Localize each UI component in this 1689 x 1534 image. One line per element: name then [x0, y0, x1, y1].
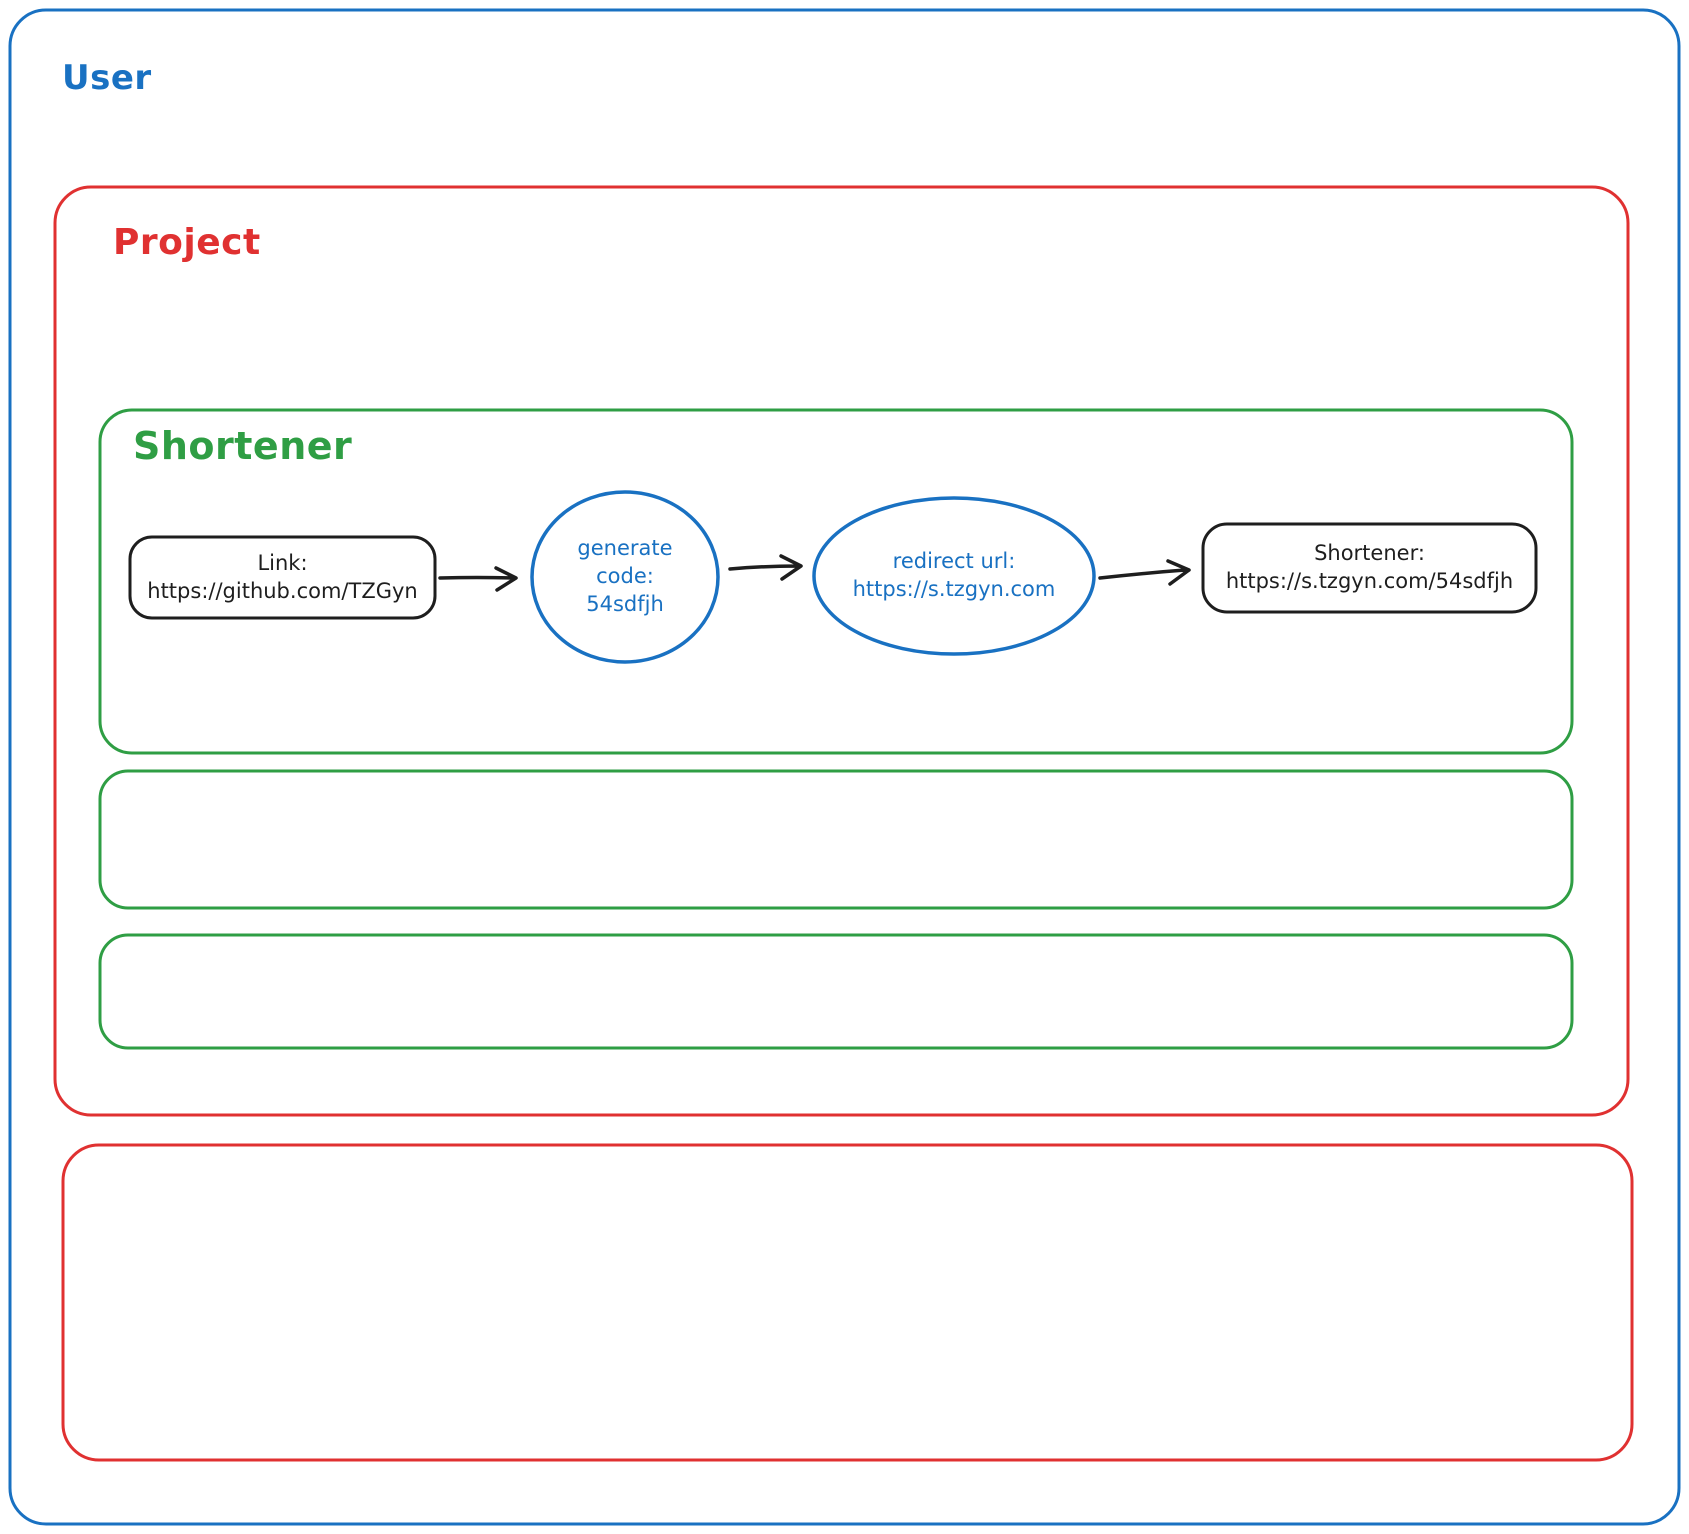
user-container-label: User — [62, 58, 152, 98]
redirect-url-node-line-2: https://s.tzgyn.com — [852, 577, 1056, 601]
shortened-node-outline — [1201, 522, 1538, 614]
redirect-url-node: redirect url: https://s.tzgyn.com — [814, 498, 1094, 654]
link-node-outline — [128, 535, 437, 620]
link-node: Link: https://github.com/TZGyn — [130, 537, 435, 618]
shortened-node-line-1: Shortener: — [1314, 541, 1425, 566]
link-node-line-2: https://github.com/TZGyn — [147, 578, 418, 603]
generate-code-node-outline — [530, 490, 720, 664]
empty-service-box-1 — [98, 769, 1574, 910]
redirect-url-node-outline — [812, 496, 1096, 656]
generate-code-node: generate code: 54sdfjh — [532, 492, 718, 662]
shortened-node-line-2: https://s.tzgyn.com/54sdfjh — [1225, 569, 1514, 593]
project-container-outline — [53, 185, 1630, 1117]
redirect-url-node-line-1: redirect url: — [892, 549, 1016, 574]
shortener-container-label: Shortener — [133, 424, 353, 468]
link-node-line-1: Link: — [257, 550, 308, 575]
arrow-link-to-generate — [438, 566, 518, 592]
user-container-outline — [8, 8, 1681, 1526]
empty-service-box-2 — [98, 933, 1574, 1050]
shortener-container-outline — [98, 408, 1574, 755]
generate-code-node-line-2: code: — [596, 564, 654, 589]
project-container-label: Project — [113, 222, 261, 263]
arrow-redirect-to-shortened — [1098, 559, 1191, 586]
generate-code-node-line-3: 54sdfjh — [586, 591, 664, 616]
arrow-generate-to-redirect — [728, 554, 803, 581]
empty-project-box — [61, 1143, 1634, 1462]
generate-code-node-line-1: generate — [577, 536, 673, 561]
shortened-node: Shortener: https://s.tzgyn.com/54sdfjh — [1203, 524, 1536, 612]
